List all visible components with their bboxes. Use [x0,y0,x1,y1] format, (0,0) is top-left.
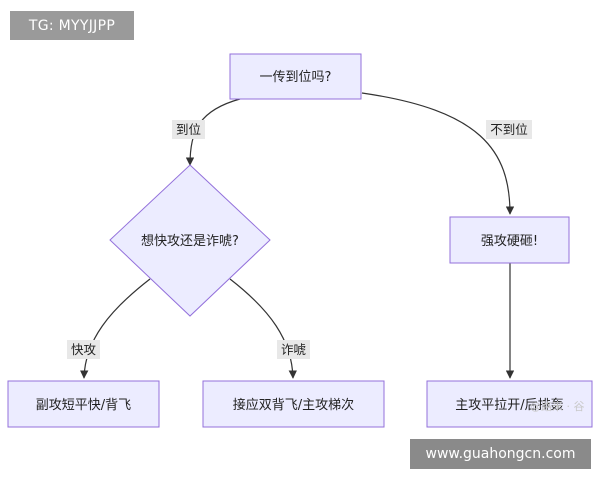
edge-decision-bluff [229,278,297,379]
node-hard: 强攻硬砸! [449,216,570,264]
faint-watermark: @路米 · 谷 [530,400,585,413]
node-decision-label: 想快攻还是诈唬? [141,233,239,249]
svg-text:诈唬: 诈唬 [281,342,306,357]
node-bluff: 接应双背飞/主攻梯次 [202,380,385,428]
edge-label-quick: 快攻 [67,340,100,359]
site-watermark: www.guahongcn.com [410,439,591,469]
node-decision: 想快攻还是诈唬? [109,164,271,317]
edge-label-good-pass: 到位 [172,120,205,139]
node-hard-label: 强攻硬砸! [481,234,538,249]
node-bluff-label: 接应双背飞/主攻梯次 [233,397,354,413]
edge-label-bad-pass: 不到位 [486,120,532,139]
svg-text:快攻: 快攻 [71,342,97,357]
node-fast-label: 副攻短平快/背飞 [36,398,131,413]
node-fast: 副攻短平快/背飞 [7,380,160,428]
node-open: 主攻平拉开/后排轰 [426,380,593,428]
svg-text:到位: 到位 [176,122,201,137]
edge-decision-fast [80,278,151,379]
node-start-label: 一传到位吗? [260,70,332,85]
node-start: 一传到位吗? [229,53,362,100]
node-open-label: 主攻平拉开/后排轰 [455,397,563,413]
svg-text:不到位: 不到位 [490,122,528,137]
header-tag: TG: MYYJJPP [10,11,134,40]
edge-start-hard [361,92,515,215]
edge-label-bluff: 诈唬 [277,340,310,359]
